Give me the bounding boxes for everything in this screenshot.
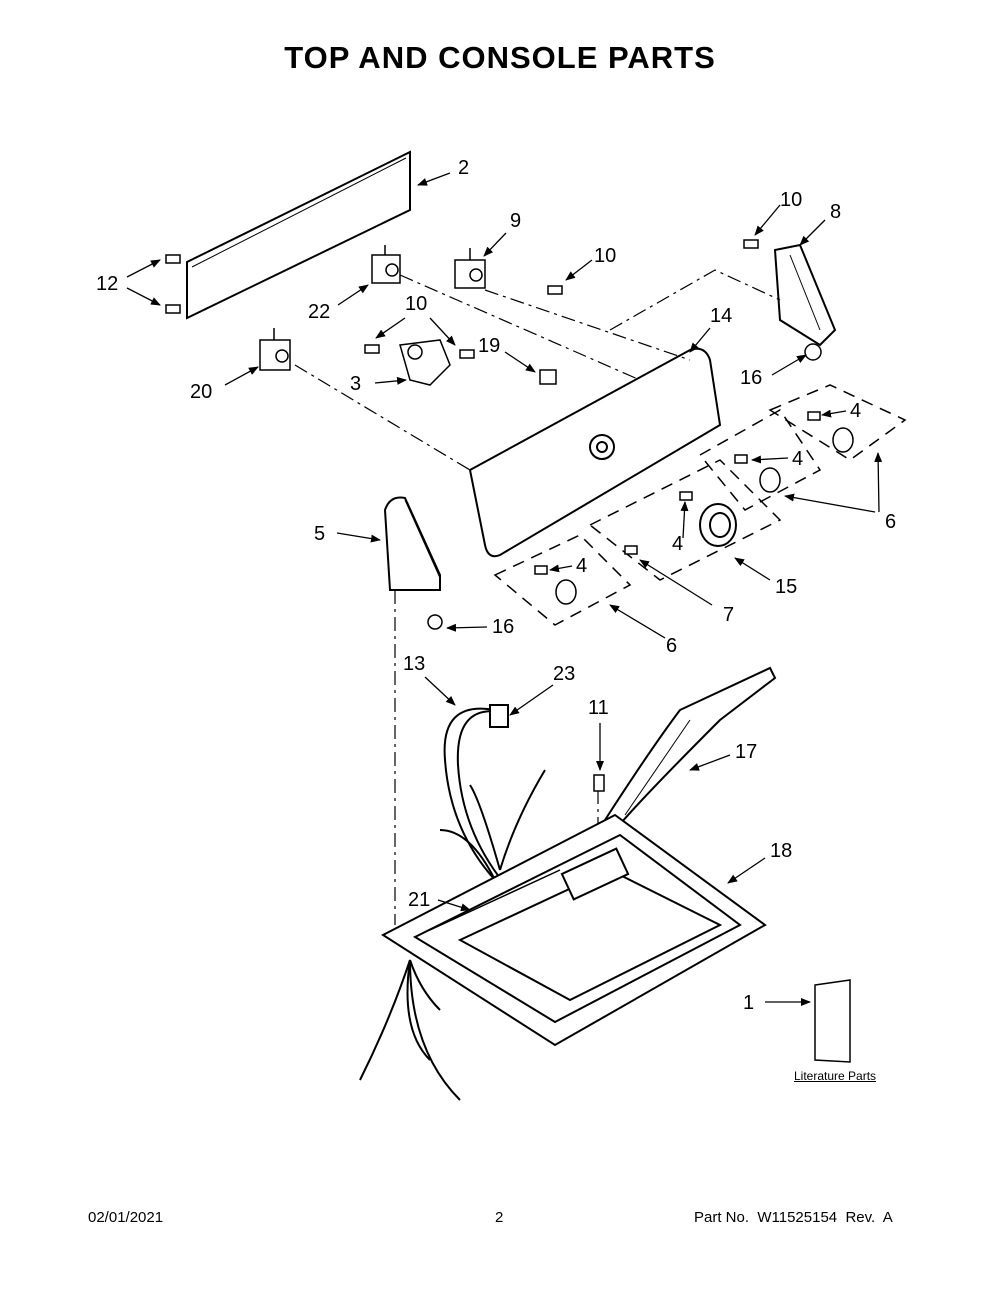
callout-16a: 16: [740, 367, 762, 389]
footer-part-number: Part No. W11525154 Rev. A: [694, 1209, 893, 1226]
callout-22: 22: [308, 301, 330, 323]
callout-1: 1: [743, 992, 754, 1014]
callout-16b: 16: [492, 616, 514, 638]
screw-12: [165, 254, 181, 314]
end-cap-5: [383, 496, 441, 591]
page-title: TOP AND CONSOLE PARTS: [284, 40, 716, 75]
lower-harness: [359, 959, 461, 1101]
assembly-lines: [294, 269, 781, 925]
callout-6b: 6: [666, 635, 677, 657]
callout-4b: 4: [792, 448, 803, 470]
bracket-3: [399, 339, 451, 386]
footer-date: 02/01/2021: [88, 1209, 164, 1226]
callout-10c: 10: [405, 293, 427, 315]
screw-4: [534, 411, 821, 575]
callout-10a: 10: [594, 245, 616, 267]
callout-17: 17: [735, 741, 757, 763]
callout-6a: 6: [885, 511, 896, 533]
callout-13: 13: [403, 653, 425, 675]
callout-4d: 4: [576, 555, 587, 577]
callout-19: 19: [478, 335, 500, 357]
screw-11: [593, 774, 605, 792]
console-14: [468, 347, 722, 558]
callout-18: 18: [770, 840, 792, 862]
callout-15: 15: [775, 576, 797, 598]
end-cap-8: [773, 243, 837, 347]
callout-23: 23: [553, 663, 575, 685]
callout-7: 7: [723, 604, 734, 626]
callout-9: 9: [510, 210, 521, 232]
knob-4: [555, 427, 854, 605]
clip-16: [427, 343, 822, 630]
switch-20: [259, 328, 291, 371]
leader-arrows: [126, 172, 883, 1006]
callout-21: 21: [408, 889, 430, 911]
callout-4a: 4: [850, 400, 861, 422]
clip-19: [539, 369, 557, 385]
switch-9: [454, 248, 486, 289]
strip-21: [429, 869, 561, 931]
switch-22: [371, 245, 401, 284]
literature-1: [814, 979, 851, 1063]
wire-harness-13: [439, 704, 546, 883]
callout-10b: 10: [780, 189, 802, 211]
footer-page-number: 2: [495, 1209, 504, 1226]
callout-5: 5: [314, 523, 325, 545]
callout-12: 12: [96, 273, 118, 295]
screw-10: [364, 239, 759, 359]
top-panel-18: [381, 813, 767, 1047]
timer-knob-15: [699, 503, 737, 547]
callout-2: 2: [458, 157, 469, 179]
literature-parts-label: Literature Parts: [794, 1069, 877, 1083]
callout-20: 20: [190, 381, 212, 403]
callout-3: 3: [350, 373, 361, 395]
rear-console-panel: [186, 150, 411, 320]
knob-group-outline: [493, 384, 907, 626]
callout-14: 14: [710, 305, 732, 327]
callout-11: 11: [588, 697, 609, 719]
callout-4c: 4: [672, 533, 683, 555]
callout-8: 8: [830, 201, 841, 223]
